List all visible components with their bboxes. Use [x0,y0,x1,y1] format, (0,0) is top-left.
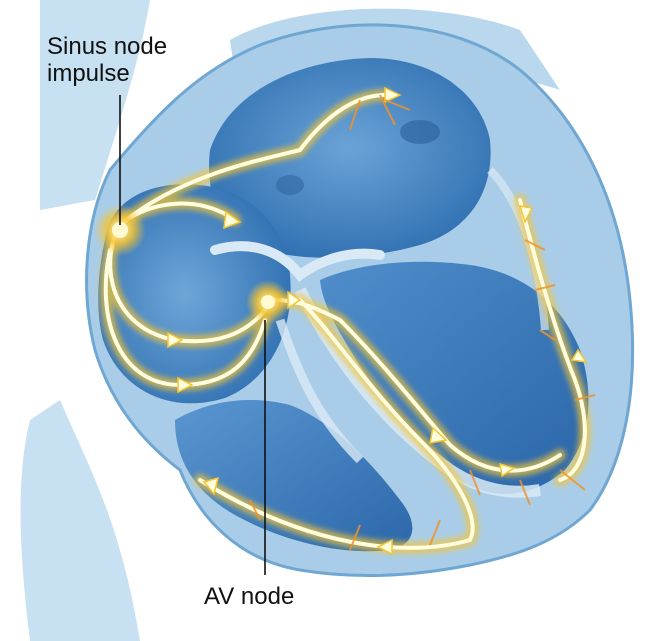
sinus-node-label-line1: Sinus node [47,33,167,60]
sinus-node-label: Sinus node impulse [47,33,167,87]
inferior-vena-cava [21,400,140,641]
av-node-glow-icon [246,280,290,324]
av-node-label: AV node [204,583,294,610]
sinus-node-label-line2: impulse [47,60,167,87]
